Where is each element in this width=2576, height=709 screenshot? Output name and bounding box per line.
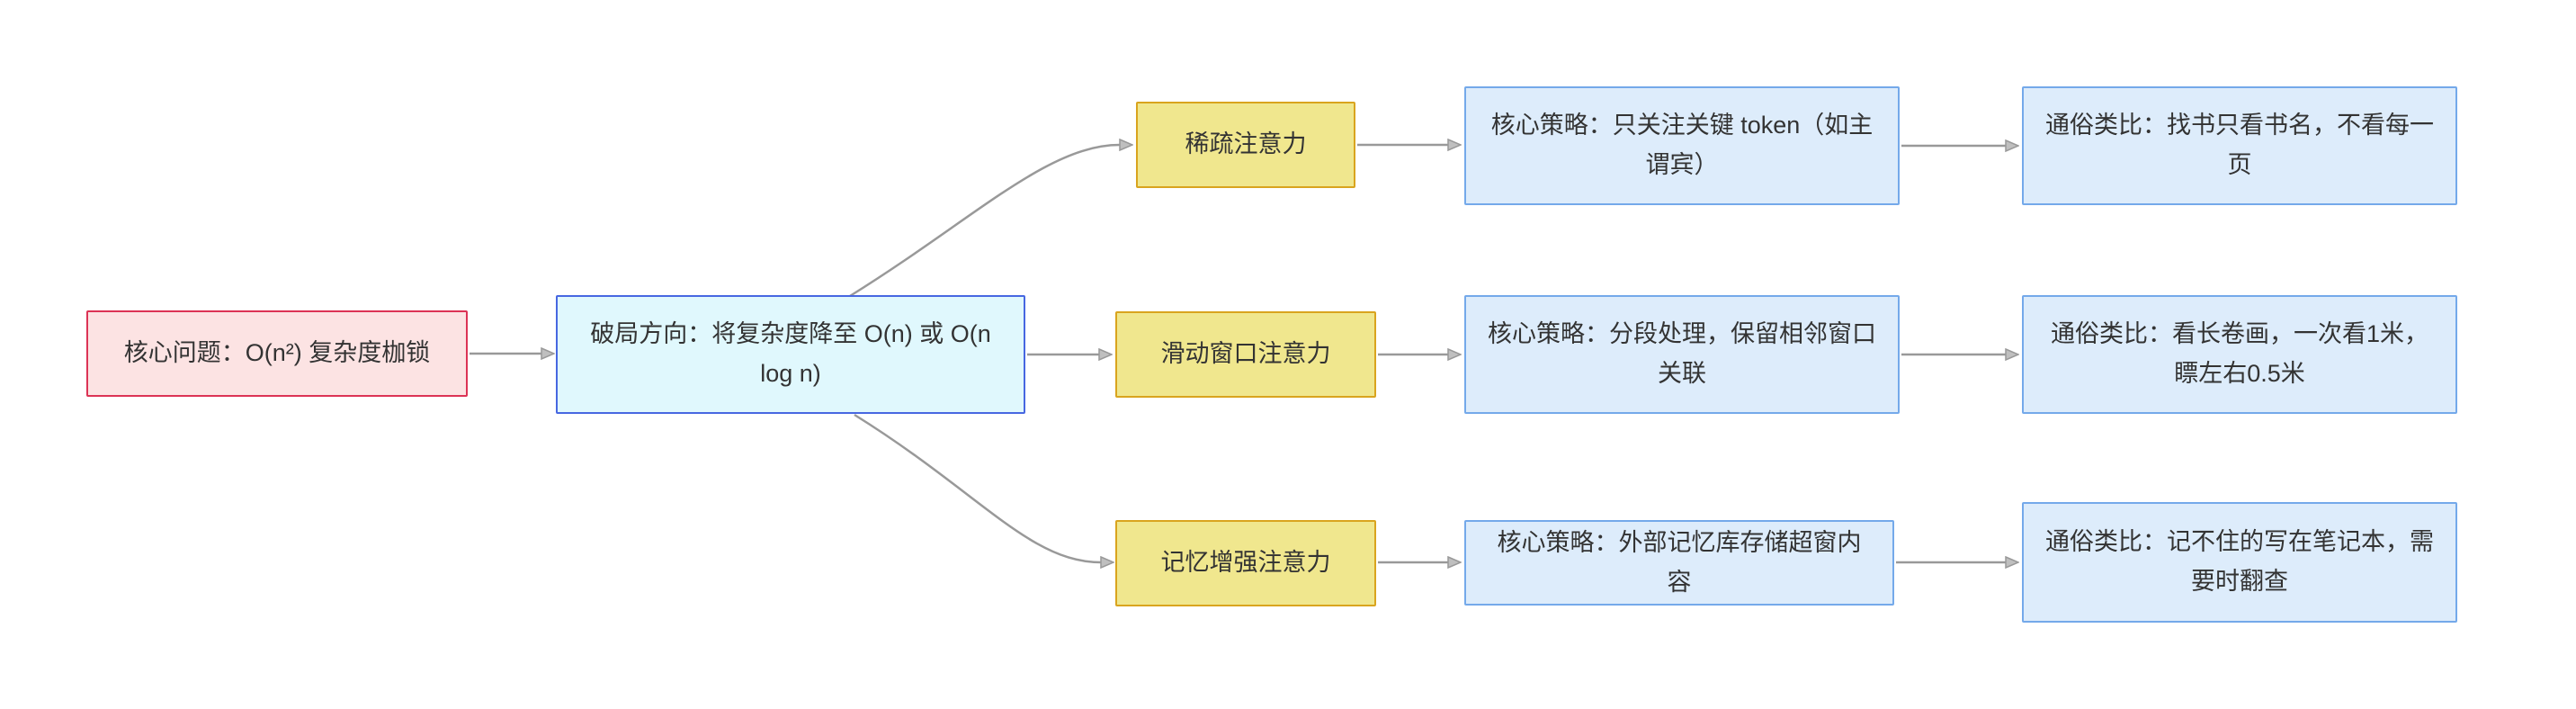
node-breakthrough-direction: 破局方向：将复杂度降至 O(n) 或 O(n log n) xyxy=(556,295,1025,414)
node-core-problem: 核心问题：O(n²) 复杂度枷锁 xyxy=(86,310,468,397)
node-sparse-analogy: 通俗类比：找书只看书名，不看每一页 xyxy=(2022,86,2457,205)
node-memory-augmented-strategy-label: 核心策略：外部记忆库存储超窗内容 xyxy=(1497,528,1862,596)
node-sliding-window-strategy: 核心策略：分段处理，保留相邻窗口关联 xyxy=(1464,295,1900,414)
node-sparse-strategy-label: 核心策略：只关注关键 token（如主谓宾） xyxy=(1490,112,1874,178)
node-memory-augmented-strategy: 核心策略：外部记忆库存储超窗内容 xyxy=(1464,520,1894,606)
edge-direction-to-memory xyxy=(854,413,1101,562)
edge-direction-to-sparse xyxy=(849,145,1120,298)
node-core-problem-label: 核心问题：O(n²) 复杂度枷锁 xyxy=(123,339,431,367)
node-memory-augmented-attention: 记忆增强注意力 xyxy=(1115,520,1376,606)
node-memory-augmented-attention-label: 记忆增强注意力 xyxy=(1160,549,1331,577)
node-sliding-window-attention-label: 滑动窗口注意力 xyxy=(1160,340,1331,368)
node-sliding-window-analogy: 通俗类比：看长卷画，一次看1米，瞟左右0.5米 xyxy=(2022,295,2457,414)
node-sliding-window-strategy-label: 核心策略：分段处理，保留相邻窗口关联 xyxy=(1488,320,1876,387)
node-sparse-strategy: 核心策略：只关注关键 token（如主谓宾） xyxy=(1464,86,1900,205)
node-sliding-window-analogy-label: 通俗类比：看长卷画，一次看1米，瞟左右0.5米 xyxy=(2050,320,2428,387)
node-memory-augmented-analogy-label: 通俗类比：记不住的写在笔记本，需要时翻查 xyxy=(2045,528,2434,595)
node-sliding-window-attention: 滑动窗口注意力 xyxy=(1115,311,1376,398)
node-sparse-attention-label: 稀疏注意力 xyxy=(1185,130,1307,158)
node-breakthrough-direction-label: 破局方向：将复杂度降至 O(n) 或 O(n log n) xyxy=(590,320,991,387)
node-sparse-attention: 稀疏注意力 xyxy=(1136,102,1355,188)
node-sparse-analogy-label: 通俗类比：找书只看书名，不看每一页 xyxy=(2045,112,2434,178)
node-memory-augmented-analogy: 通俗类比：记不住的写在笔记本，需要时翻查 xyxy=(2022,502,2457,623)
